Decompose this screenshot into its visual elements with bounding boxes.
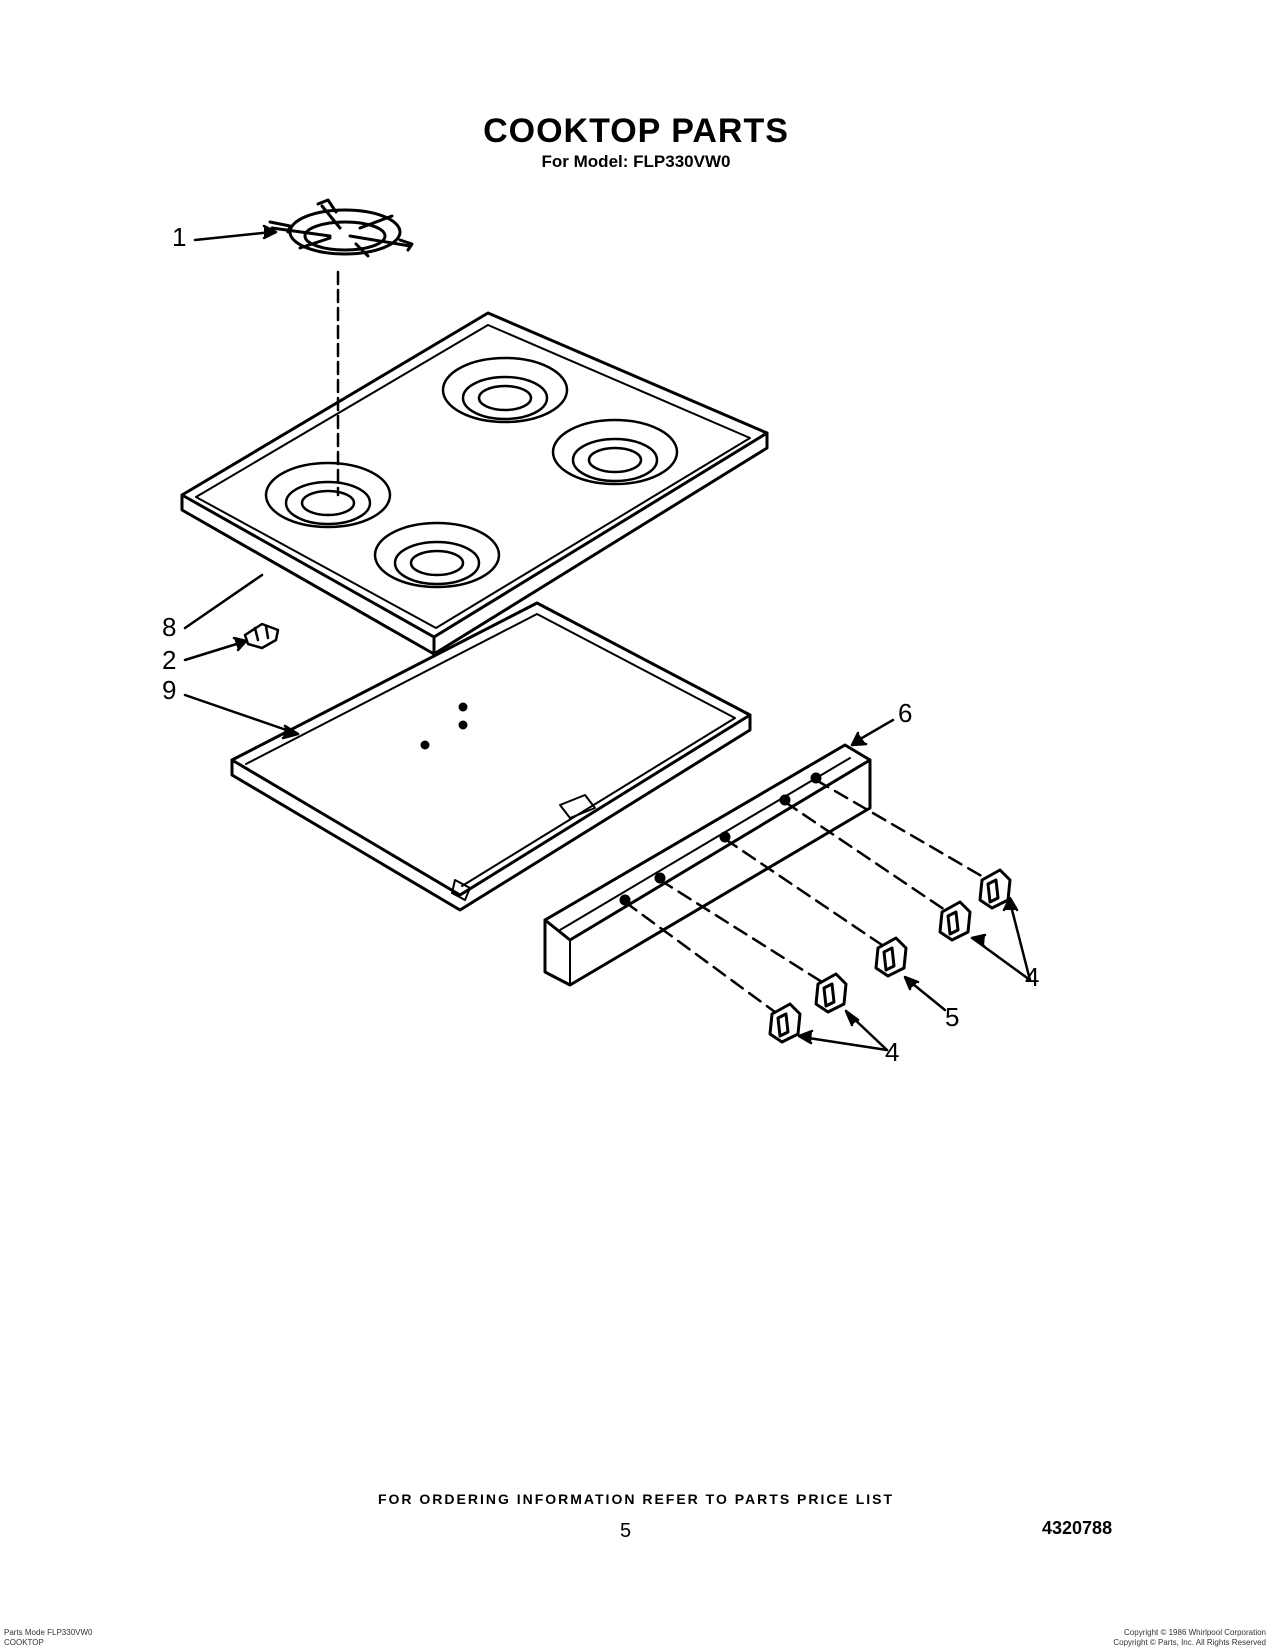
footer-left-line2: COOKTOP xyxy=(4,1638,44,1647)
clip-part xyxy=(243,622,280,650)
page-number: 5 xyxy=(620,1520,632,1542)
knob-e xyxy=(768,1002,802,1044)
document-number: 4320788 xyxy=(1042,1518,1113,1538)
callout-4-right: 4 xyxy=(1025,962,1040,992)
callout-2: 2 xyxy=(162,645,177,675)
knob-d xyxy=(814,972,848,1014)
model-subtitle: For Model: FLP330VW0 xyxy=(541,152,731,171)
callout-9: 9 xyxy=(162,675,177,705)
manifold-panel xyxy=(543,743,872,987)
callout-leaders xyxy=(183,224,1032,1052)
copyright-line2: Copyright © Parts, Inc. All Rights Reser… xyxy=(1113,1638,1266,1647)
cooktop xyxy=(180,311,769,656)
ordering-note: FOR ORDERING INFORMATION REFER TO PARTS … xyxy=(377,1491,895,1507)
footer-copyright: Copyright © 1986 Whirlpool Corporation C… xyxy=(1113,1628,1266,1648)
knob-b xyxy=(938,900,972,942)
knob-a xyxy=(978,868,1012,910)
callout-6: 6 xyxy=(898,698,913,728)
knob-alignment-lines xyxy=(623,778,987,1014)
burner-box xyxy=(230,601,752,912)
footer-left-line1: Parts Mode FLP330VW0 xyxy=(4,1628,93,1637)
copyright-line1: Copyright © 1986 Whirlpool Corporation xyxy=(1124,1628,1266,1637)
callout-5: 5 xyxy=(945,1002,960,1032)
callout-8: 8 xyxy=(162,612,177,642)
burner-grate xyxy=(268,198,414,258)
footer-left-notes: Parts Mode FLP330VW0 COOKTOP xyxy=(4,1628,92,1648)
burner-openings xyxy=(264,356,679,589)
callout-1: 1 xyxy=(172,222,187,252)
knob-c xyxy=(874,936,908,978)
page-title: COOKTOP PARTS xyxy=(483,112,789,150)
callout-4-bottom: 4 xyxy=(885,1037,900,1067)
